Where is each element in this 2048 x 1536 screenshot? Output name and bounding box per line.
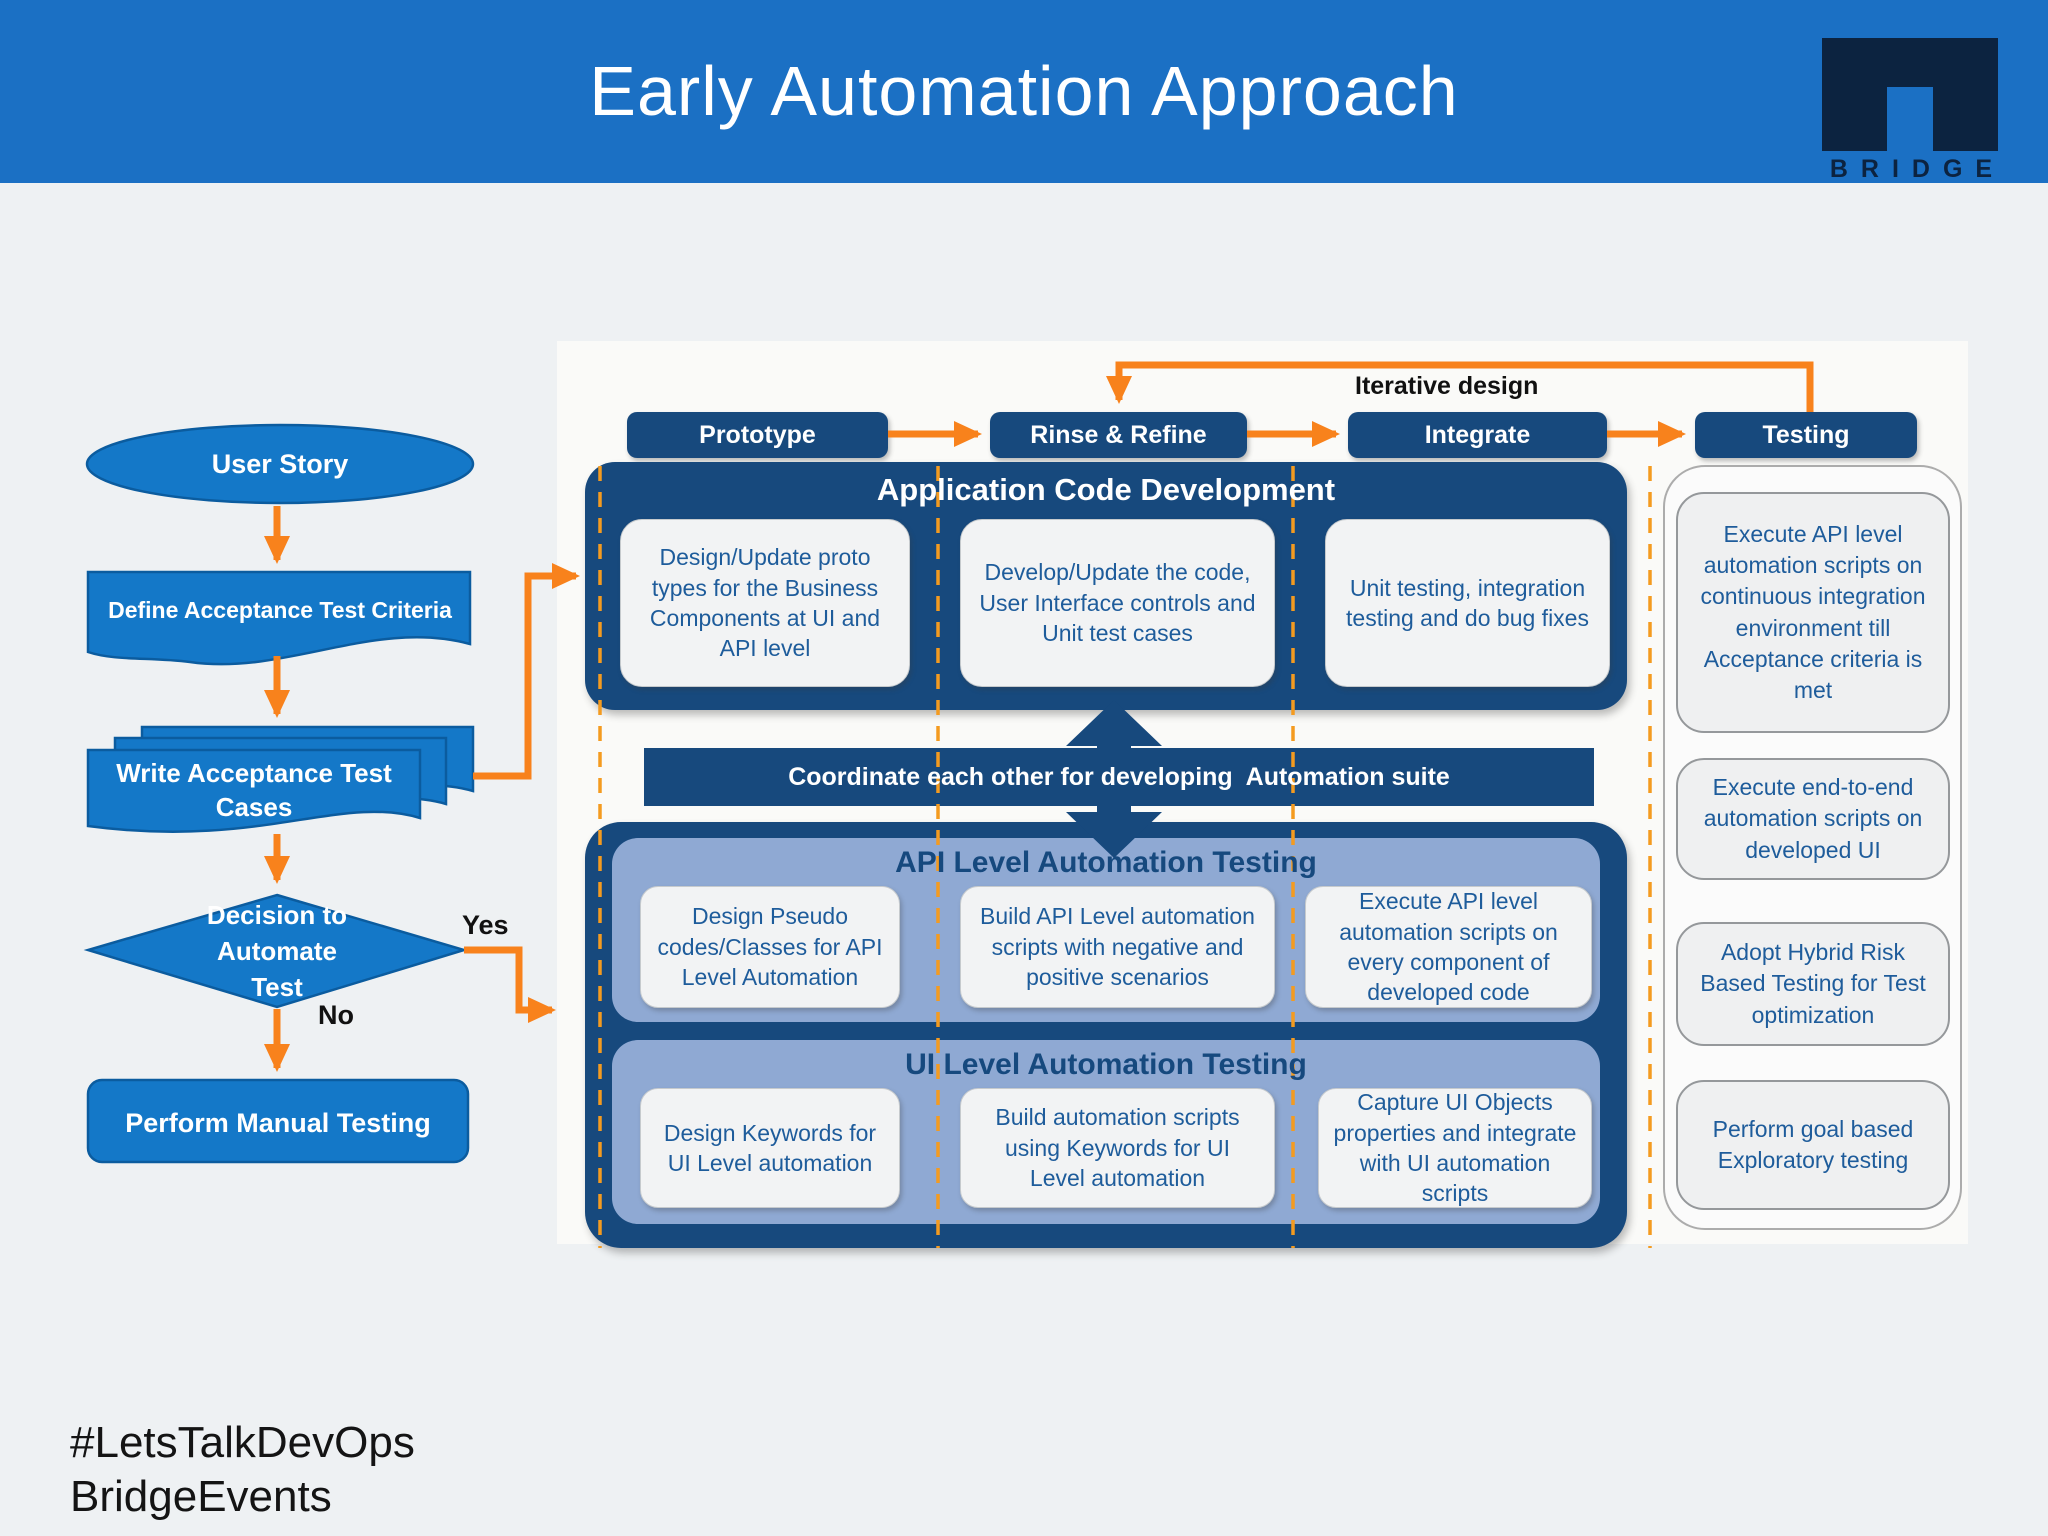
- testing-card-execute-api: Execute API level automation scripts on …: [1676, 492, 1950, 733]
- testing-card-end-to-end: Execute end-to-end automation scripts on…: [1676, 758, 1950, 880]
- stage-pill-prototype: Prototype: [627, 412, 888, 458]
- footer-events: BridgeEvents: [70, 1472, 332, 1521]
- page-title: Early Automation Approach: [589, 52, 1459, 130]
- decision-label: Decision to Automate Test: [206, 900, 348, 1002]
- api-level-automation-title: API Level Automation Testing: [895, 846, 1317, 879]
- define-criteria-label: Define Acceptance Test Criteria: [108, 597, 452, 623]
- iterative-design-label: Iterative design: [1355, 372, 1539, 400]
- user-story-label: User Story: [211, 449, 349, 479]
- no-label: No: [318, 1000, 354, 1030]
- ui-card-capture-objects: Capture UI Objects properties and integr…: [1318, 1088, 1592, 1208]
- api-card-build-scripts: Build API Level automation scripts with …: [960, 886, 1275, 1008]
- manual-testing-label: Perform Manual Testing: [125, 1108, 431, 1138]
- testing-card-exploratory: Perform goal based Exploratory testing: [1676, 1080, 1950, 1210]
- testing-card-hybrid-risk: Adopt Hybrid Risk Based Testing for Test…: [1676, 922, 1950, 1046]
- coordinate-bar-label: Coordinate each other for developing Aut…: [788, 762, 1450, 791]
- stage-pill-integrate: Integrate: [1348, 412, 1607, 458]
- acd-card-develop-code: Develop/Update the code, User Interface …: [960, 519, 1275, 687]
- application-code-development-title: Application Code Development: [876, 472, 1336, 507]
- acd-card-unit-testing: Unit testing, integration testing and do…: [1325, 519, 1610, 687]
- write-cases-label: Write Acceptance Test Cases: [116, 758, 392, 822]
- stage-pill-testing: Testing: [1695, 412, 1917, 458]
- footer-hashtag: #LetsTalkDevOps: [70, 1418, 415, 1467]
- header-bar: [0, 0, 2048, 183]
- ui-card-design-keywords: Design Keywords for UI Level automation: [640, 1088, 900, 1208]
- yes-label: Yes: [462, 910, 509, 940]
- bridge-logo-notch: [1887, 87, 1933, 151]
- bridge-logo-icon: [1822, 38, 1998, 151]
- bridge-logo-text: BRIDGE: [1829, 155, 2006, 183]
- ui-card-build-scripts: Build automation scripts using Keywords …: [960, 1088, 1275, 1208]
- acd-card-design-prototypes: Design/Update proto types for the Busine…: [620, 519, 910, 687]
- api-card-design-pseudocode: Design Pseudo codes/Classes for API Leve…: [640, 886, 900, 1008]
- stage-pill-rinse-refine: Rinse & Refine: [990, 412, 1247, 458]
- ui-level-automation-title: UI Level Automation Testing: [905, 1048, 1307, 1081]
- arrow-yes-to-automation: [464, 946, 556, 1023]
- api-card-execute-scripts: Execute API level automation scripts on …: [1305, 886, 1592, 1008]
